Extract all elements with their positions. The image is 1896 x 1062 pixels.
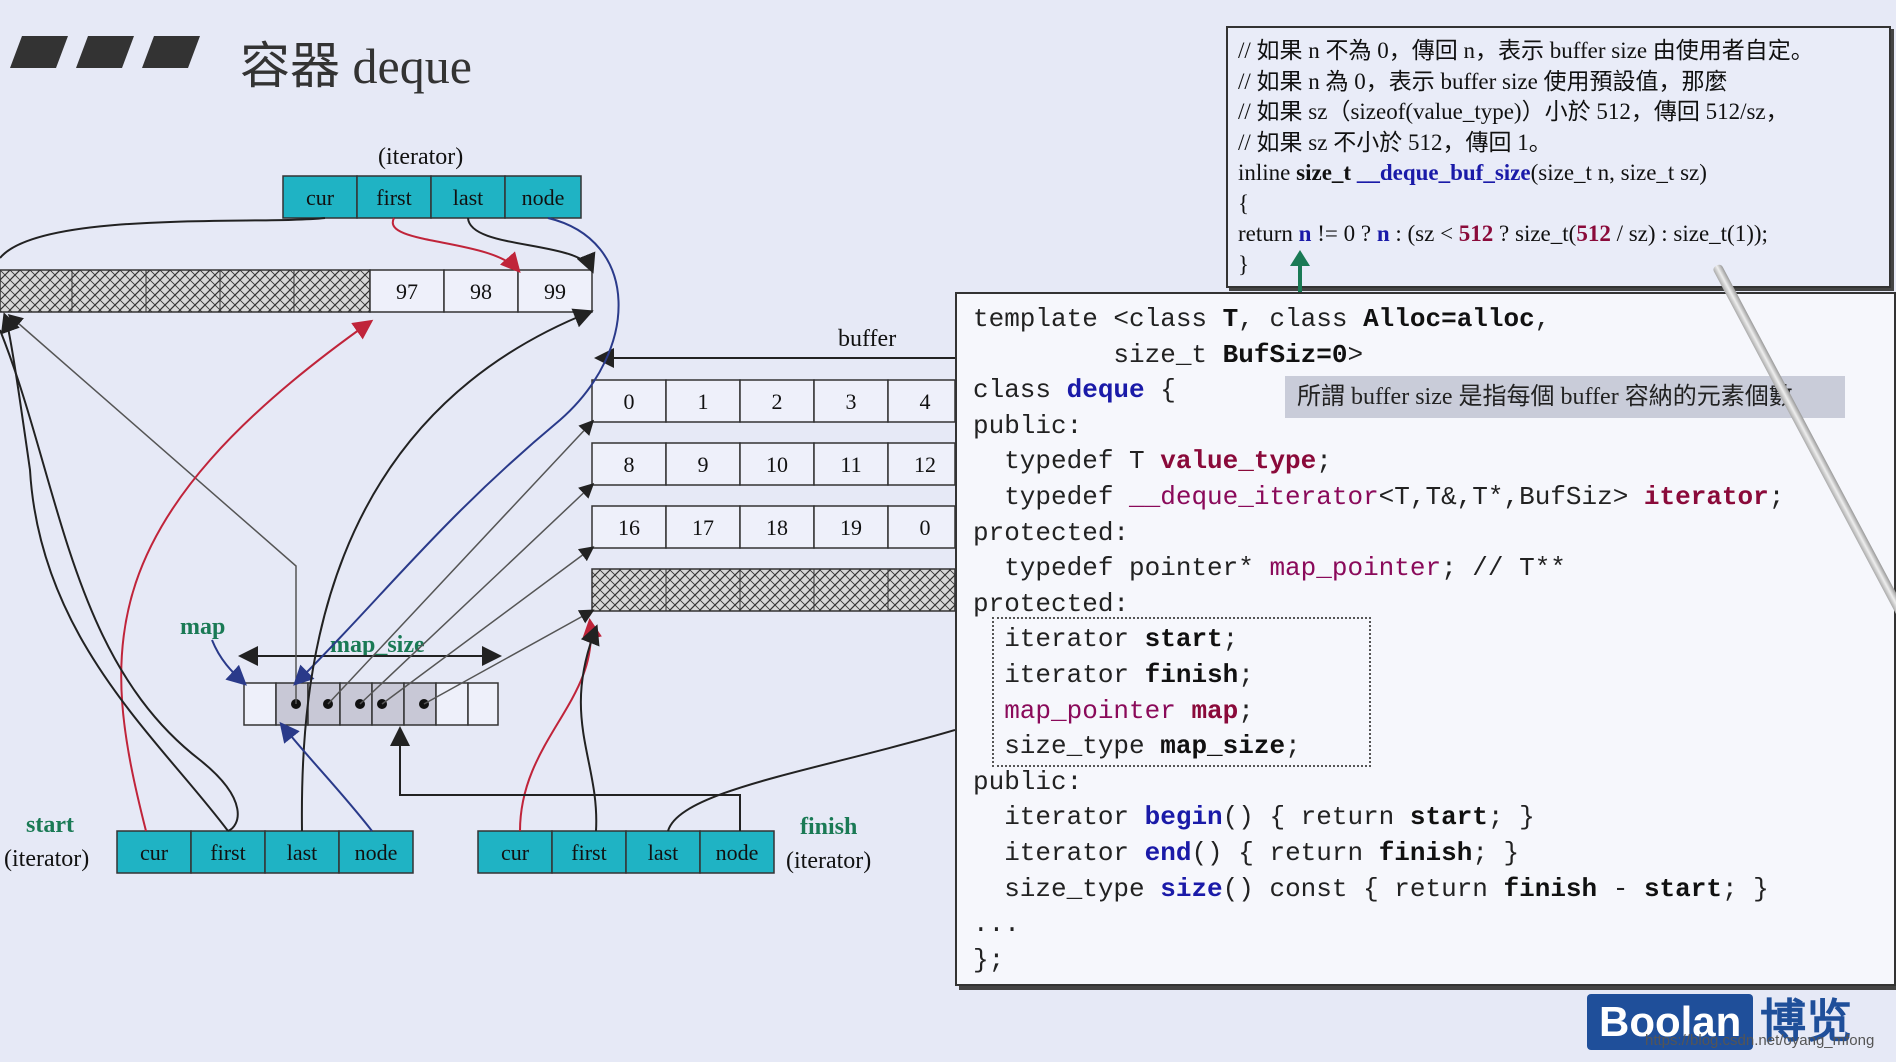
- top-buffer-cell-98: 98: [470, 279, 492, 304]
- buffer-cell: 18: [766, 515, 788, 540]
- buffer-cell: 12: [914, 452, 936, 477]
- buffer-size-hint: 所謂 buffer size 是指每個 buffer 容納的元素個數: [1285, 376, 1845, 418]
- start-pointers: [0, 308, 594, 832]
- note-line: // 如果 sz（sizeof(value_type)）小於 512，傳回 51…: [1238, 99, 1789, 124]
- boolan-logo: Boolan: [1587, 994, 1754, 1050]
- code-line: size_t BufSiz=0>: [973, 339, 1364, 370]
- top-iterator: cur first last node: [282, 175, 582, 219]
- note-close-brace: }: [1238, 251, 1250, 277]
- map-node-pointers: [7, 314, 595, 705]
- finish-label: finish: [800, 814, 857, 840]
- buffer-cell: 3: [846, 389, 857, 414]
- note-arrow: [1290, 250, 1310, 310]
- buffer-cell: 11: [840, 452, 861, 477]
- note-line: // 如果 n 為 0，表示 buffer size 使用預設值，那麼: [1238, 68, 1728, 94]
- top-iter-first: first: [376, 185, 411, 210]
- code-line: iterator begin() { return start; }: [973, 802, 1535, 833]
- start-node: node: [355, 840, 398, 865]
- buffer-cell: 8: [624, 452, 635, 477]
- code-line: typedef pointer* map_pointer; // T**: [973, 553, 1566, 584]
- buffer-row-3: 16 17 18 19 0: [591, 505, 955, 549]
- finish-node: node: [716, 840, 759, 865]
- code-line: iterator finish;: [973, 659, 1254, 690]
- code-line: protected:: [973, 517, 1130, 548]
- note-return-line: return n != 0 ? n : (sz < 512 ? size_t(5…: [1238, 221, 1768, 246]
- buffer-cell: 0: [920, 515, 931, 540]
- start-sublabel: (iterator): [4, 846, 89, 872]
- finish-first: first: [571, 840, 606, 865]
- buffer-cell: 4: [920, 389, 931, 414]
- note-line: // 如果 sz 不小於 512，傳回 1。: [1238, 129, 1552, 155]
- code-line: public:: [973, 410, 1083, 441]
- finish-cur: cur: [501, 840, 530, 865]
- code-line: size_type map_size;: [973, 731, 1301, 762]
- start-cur: cur: [140, 840, 169, 865]
- top-iterator-pointers: [0, 217, 620, 686]
- code-line: template <class T, class Alloc=alloc,: [973, 304, 1551, 334]
- map-array: [243, 682, 499, 726]
- code-line: ...: [973, 909, 1020, 940]
- top-iter-last: last: [453, 185, 484, 210]
- buf-size-note: // 如果 n 不為 0，傳回 n，表示 buffer size 由使用者自定。…: [1226, 26, 1891, 288]
- top-iter-cur: cur: [306, 185, 335, 210]
- code-line: typedef __deque_iterator<T,T&,T*,BufSiz>…: [973, 481, 1785, 512]
- code-line: iterator end() { return finish; }: [973, 837, 1520, 868]
- top-buffer: 97 98 99: [0, 269, 593, 313]
- buffer-cell: 16: [618, 515, 640, 540]
- code-line: public:: [973, 766, 1083, 797]
- map-pointer: [211, 639, 247, 686]
- deque-diagram: (iterator) cur first last node 97 98 99 …: [0, 36, 955, 874]
- start-first: first: [210, 840, 245, 865]
- buffer-cell: 9: [698, 452, 709, 477]
- map-size-label: map_size: [330, 632, 425, 658]
- code-line: typedef T value_type;: [973, 446, 1332, 477]
- code-line: class deque {: [973, 375, 1176, 406]
- watermark-url: https://blog.csdn.net/oyang_mfong: [1645, 1032, 1875, 1049]
- buffer-cell: 10: [766, 452, 788, 477]
- note-fn-signature: inline size_t __deque_buf_size(size_t n,…: [1238, 160, 1707, 185]
- buffer-cell: 2: [772, 389, 783, 414]
- members-highlight: [992, 617, 1371, 767]
- code-line: iterator start;: [973, 624, 1239, 655]
- page-title: 容器 deque: [240, 38, 472, 94]
- buffer-cell: 19: [840, 515, 862, 540]
- buffer-cell: 17: [692, 515, 714, 540]
- code-line: size_type size() const { return finish -…: [973, 873, 1769, 904]
- buffer-row-1: 0 1 2 3 4: [591, 379, 955, 423]
- finish-pointers: [390, 618, 955, 832]
- finish-iterator: cur first last node: [477, 830, 775, 874]
- title-decoration: [10, 36, 200, 68]
- start-label: start: [26, 812, 74, 838]
- start-last: last: [287, 840, 318, 865]
- top-iter-node: node: [522, 185, 565, 210]
- buffer-row-2: 8 9 10 11 12: [591, 442, 955, 486]
- top-buffer-cell-99: 99: [544, 279, 566, 304]
- buffer-cell: 0: [624, 389, 635, 414]
- boolan-logo-cn: 博览: [1760, 996, 1852, 1047]
- note-line: // 如果 n 不為 0，傳回 n，表示 buffer size 由使用者自定。: [1238, 38, 1814, 63]
- buffer-cell: 1: [698, 389, 709, 414]
- top-buffer-cell-97: 97: [396, 279, 418, 304]
- start-iterator: cur first last node: [116, 830, 414, 874]
- top-iterator-label: (iterator): [378, 144, 463, 170]
- code-line: };: [973, 944, 1005, 975]
- finish-last: last: [648, 840, 679, 865]
- code-line: protected:: [973, 588, 1130, 619]
- finish-sublabel: (iterator): [786, 848, 871, 874]
- buffer-label: buffer: [838, 326, 896, 352]
- buffer-row-hatched: [591, 568, 955, 612]
- note-open-brace: {: [1238, 190, 1250, 216]
- map-label: map: [180, 614, 225, 640]
- code-line: map_pointer map;: [973, 695, 1254, 726]
